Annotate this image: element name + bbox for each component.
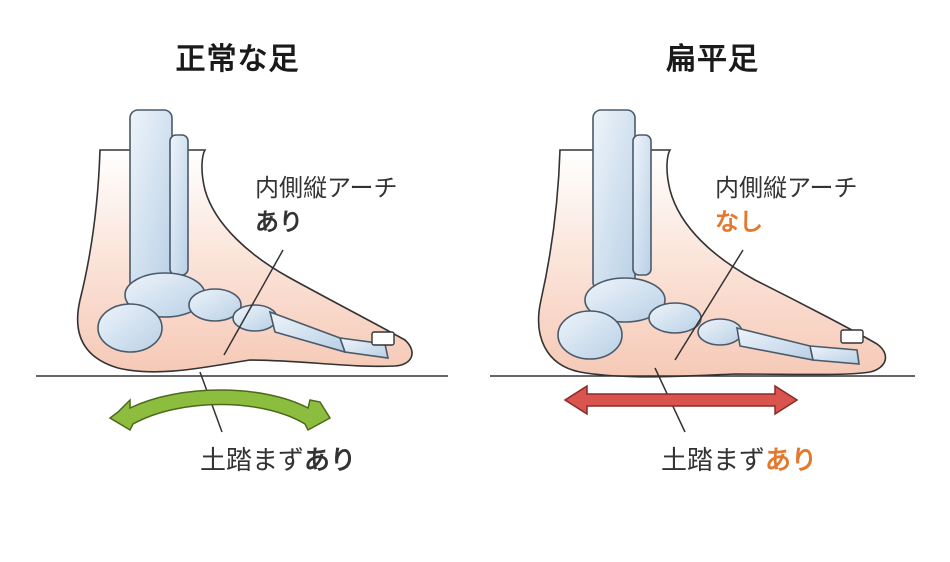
toenail (840, 329, 864, 344)
calcaneus-bone (557, 310, 623, 360)
cuneiform-bone (697, 318, 743, 346)
normal-foot-illustration (36, 109, 448, 433)
ground-value: あり (304, 446, 357, 476)
tibia-bone (129, 109, 173, 291)
straight-double-arrow (563, 384, 799, 416)
toe-bones (808, 345, 860, 365)
arch-label-text: 内側縦アーチ (255, 174, 398, 202)
arch-label-text: 内側縦アーチ (715, 174, 858, 202)
ground-label: 土踏まずあり (200, 440, 356, 477)
calcaneus-bone (97, 303, 163, 353)
arch-label: 内側縦アーチ あり (255, 171, 398, 239)
flat-foot-illustration (490, 109, 915, 433)
ground-label-text: 土踏まず (661, 446, 766, 476)
arch-value: あり (255, 208, 303, 236)
arch-value: なし (715, 208, 763, 236)
ground-label: 土踏まずあり (661, 440, 817, 477)
navicular-bone (188, 288, 242, 322)
normal-foot-panel: 正常な足 (36, 42, 448, 477)
fibula-bone (169, 134, 189, 276)
normal-foot-title: 正常な足 (175, 42, 300, 77)
arch-leader-line (674, 249, 744, 361)
tibia-bone (592, 109, 636, 291)
flat-foot-title: 扁平足 (666, 42, 759, 77)
toenail (371, 331, 395, 346)
navicular-bone (648, 302, 702, 334)
flat-foot-panel: 扁平足 内側縦アーチ なし (475, 0, 950, 562)
ground-value: あり (765, 446, 818, 476)
ground-label-text: 土踏まず (200, 446, 305, 476)
arch-leader-line (223, 249, 284, 356)
fibula-bone (632, 134, 652, 276)
talus-bone (584, 277, 666, 323)
arch-label: 内側縦アーチ なし (715, 171, 858, 239)
curved-double-arrow (108, 389, 332, 432)
